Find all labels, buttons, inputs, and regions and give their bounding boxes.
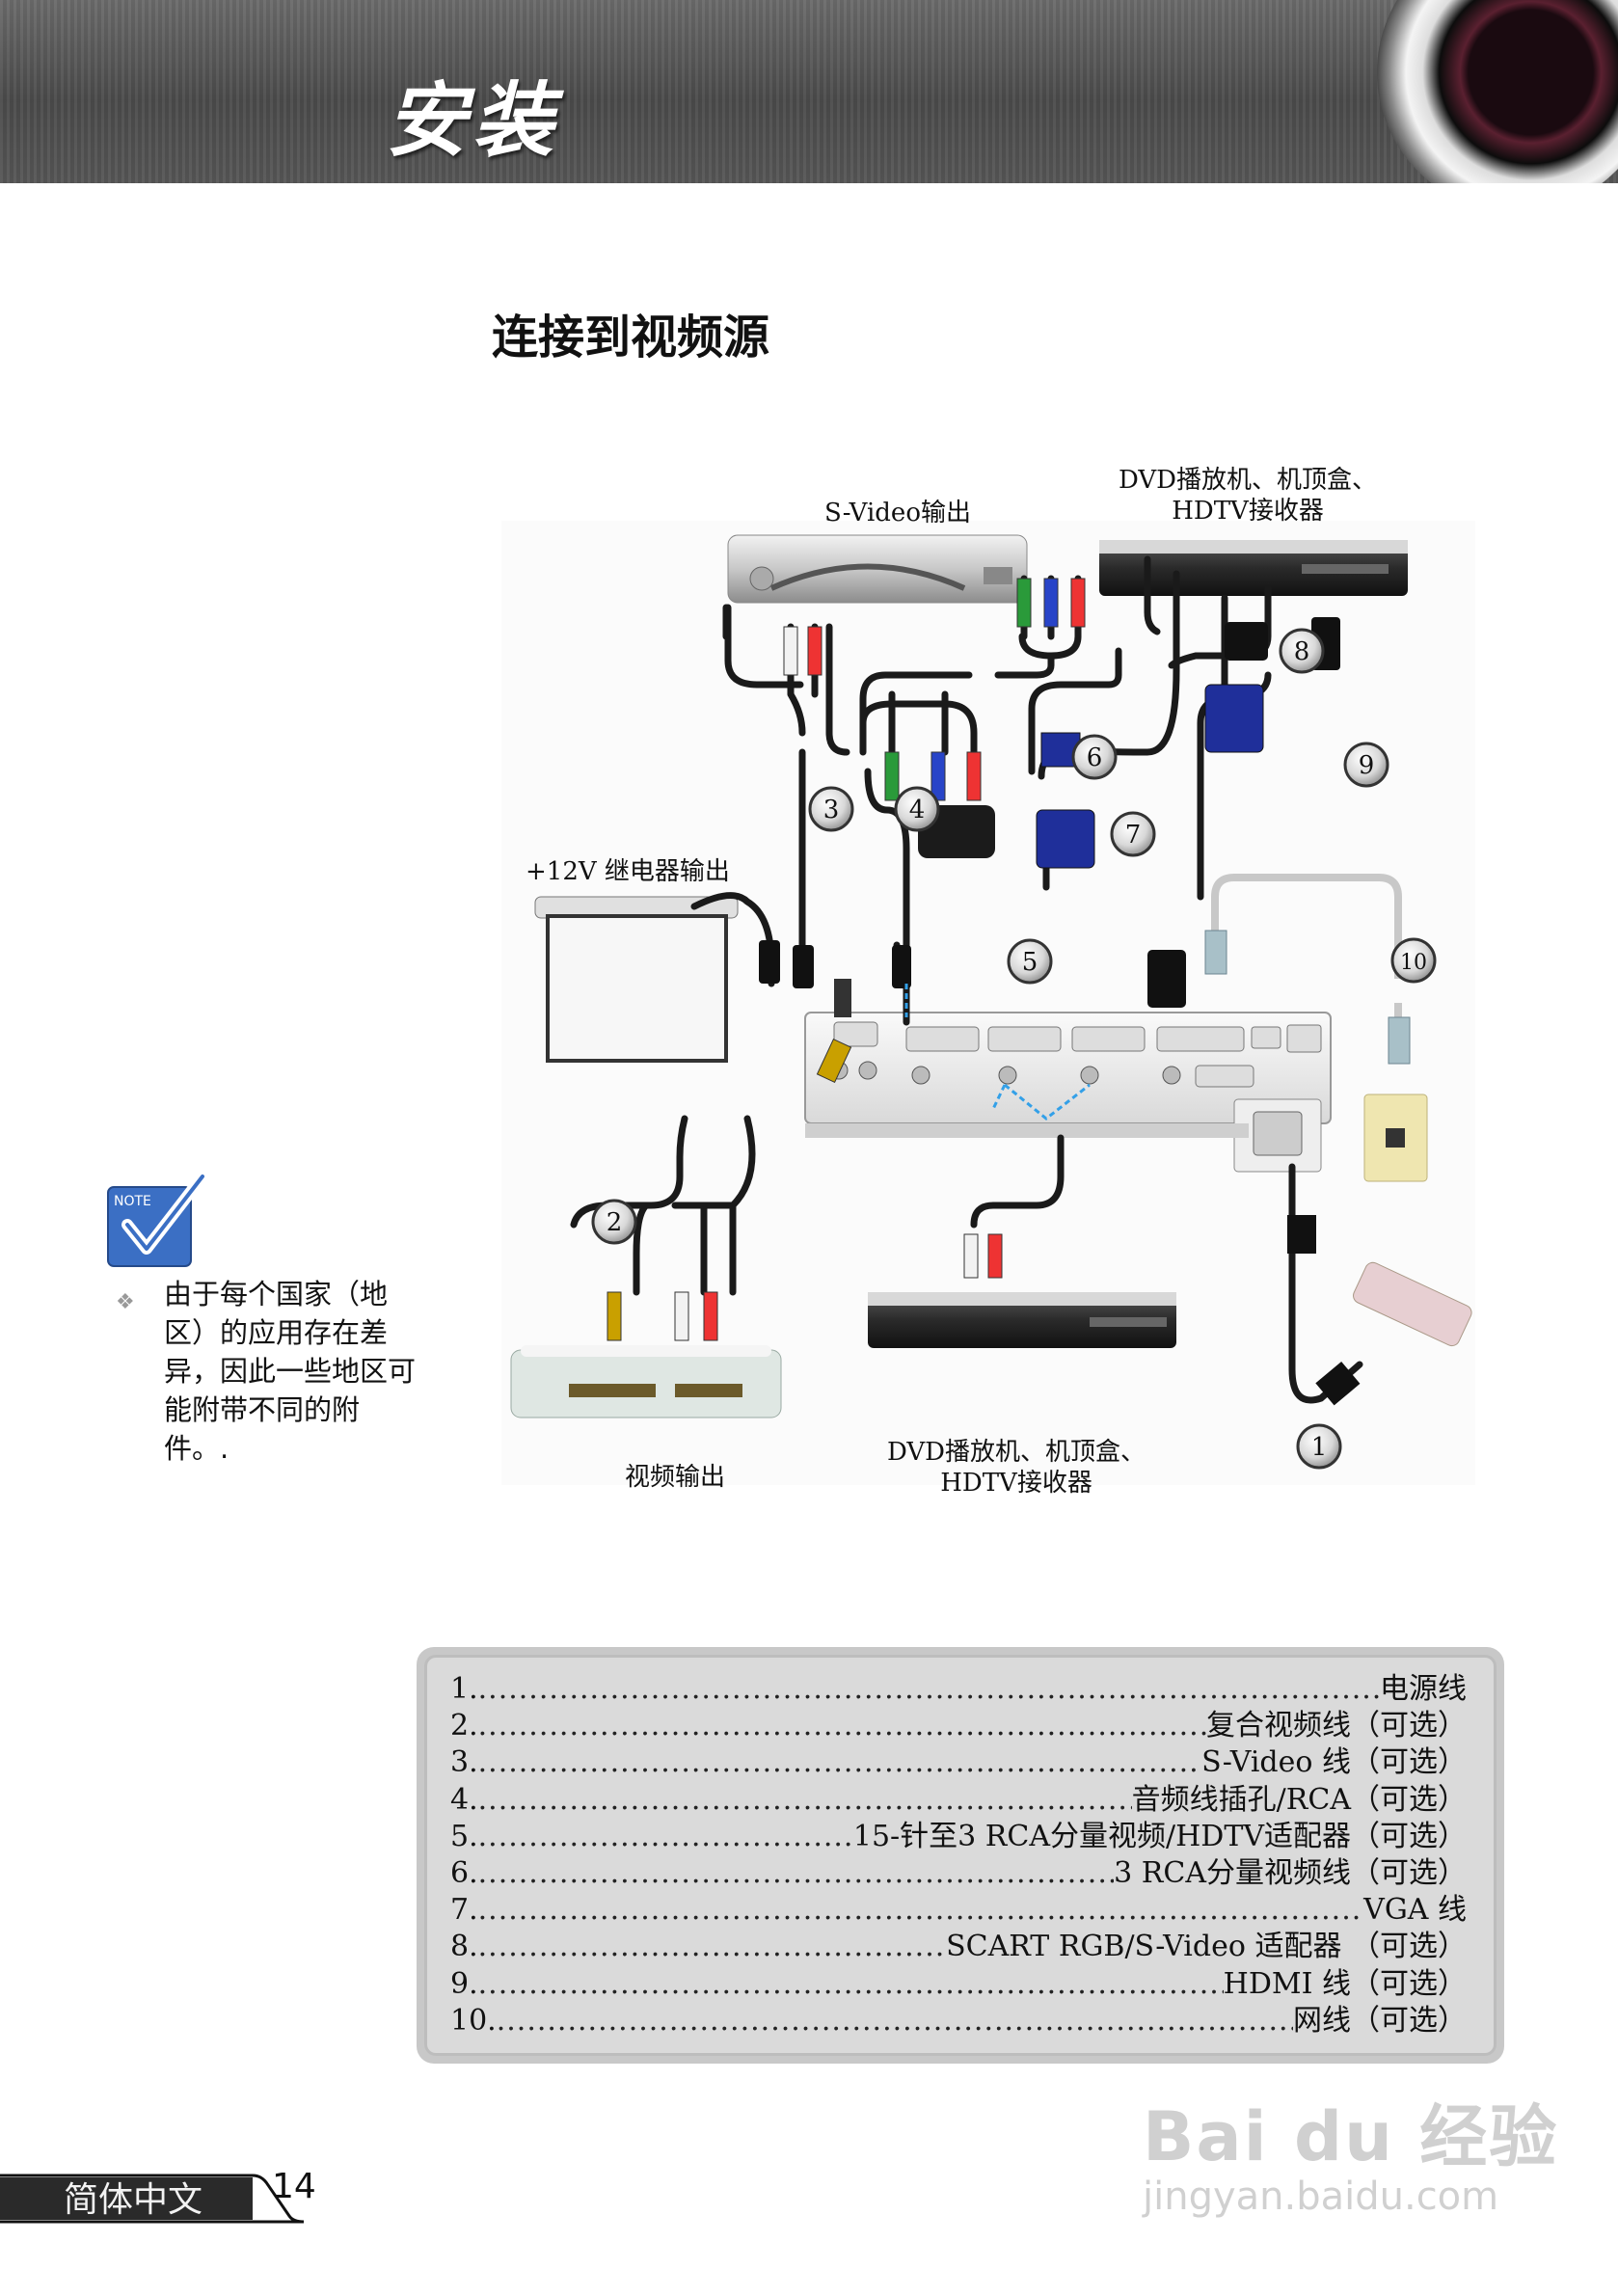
legend-text: S-Video 线（可选） xyxy=(1201,1744,1467,1781)
cable-legend-inner: 1. 电源线 2. 复合视频线（可选） 3. S-Video 线（可选） 4. 音频线插… xyxy=(424,1655,1497,2056)
callout-6: 6 xyxy=(1073,736,1116,778)
page-number: 14 xyxy=(272,2167,316,2206)
cable-legend: 1. 电源线 2. 复合视频线（可选） 3. S-Video 线（可选） 4. 音频线插… xyxy=(417,1647,1504,2064)
note-icon: NOTE xyxy=(106,1172,212,1268)
label-dvd-bottom: DVD播放机、机顶盒、 HDTV接收器 xyxy=(887,1437,1146,1499)
legend-row: 7. VGA 线 xyxy=(450,1892,1467,1929)
callout-5: 5 xyxy=(1009,940,1051,983)
callout-10: 10 xyxy=(1392,939,1435,982)
legend-row: 1. 电源线 xyxy=(450,1671,1467,1708)
callout-3: 3 xyxy=(810,788,852,830)
legend-text: 音频线插孔/RCA（可选） xyxy=(1132,1782,1467,1819)
footer-language: 简体中文 xyxy=(64,2172,202,2222)
legend-leader xyxy=(478,1782,1132,1819)
legend-number: 1. xyxy=(450,1671,478,1708)
projector-lens-image xyxy=(1377,0,1618,183)
video-output-device xyxy=(511,1345,781,1418)
legend-number: 10. xyxy=(450,2003,497,2039)
svg-text:10: 10 xyxy=(1400,951,1427,975)
legend-number: 4. xyxy=(450,1782,478,1819)
watermark-brand: Bai du 经验 xyxy=(1143,2083,1558,2180)
legend-number: 8. xyxy=(450,1929,478,1965)
legend-row: 4. 音频线插孔/RCA（可选） xyxy=(450,1782,1467,1819)
legend-row: 10. 网线（可选） xyxy=(450,2003,1467,2039)
legend-leader xyxy=(478,1744,1201,1781)
callout-2: 2 xyxy=(593,1201,635,1243)
legend-row: 8. SCART RGB/S-Video 适配器 （可选） xyxy=(450,1929,1467,1965)
connection-diagram: 1 2 3 4 5 6 7 8 9 10 S-Video输出 DVD播放机、机顶… xyxy=(482,444,1495,1514)
label-dvd-top: DVD播放机、机顶盒、 HDTV接收器 xyxy=(1119,465,1377,527)
legend-number: 6. xyxy=(450,1855,478,1892)
svg-text:5: 5 xyxy=(1022,948,1038,977)
svg-text:4: 4 xyxy=(909,796,926,824)
callout-8: 8 xyxy=(1281,630,1323,672)
legend-leader xyxy=(478,1855,1115,1892)
connection-diagram-graphic: 1 2 3 4 5 6 7 8 9 10 xyxy=(482,444,1495,1514)
callout-9: 9 xyxy=(1345,743,1388,786)
legend-text: VGA 线 xyxy=(1363,1892,1467,1929)
page-title: 安装 xyxy=(386,56,559,173)
label-video-output: 视频输出 xyxy=(625,1462,725,1493)
callout-1: 1 xyxy=(1298,1425,1340,1468)
legend-leader xyxy=(478,1819,853,1855)
label-svideo-output: S-Video输出 xyxy=(824,498,971,528)
legend-leader xyxy=(478,1671,1380,1708)
svg-text:NOTE: NOTE xyxy=(114,1194,151,1209)
legend-number: 5. xyxy=(450,1819,478,1855)
svg-text:1: 1 xyxy=(1311,1433,1328,1462)
header-band: 安装 xyxy=(0,0,1618,183)
legend-row: 3. S-Video 线（可选） xyxy=(450,1744,1467,1781)
callout-4: 4 xyxy=(896,788,938,830)
legend-row: 9. HDMI 线（可选） xyxy=(450,1966,1467,2003)
legend-number: 7. xyxy=(450,1892,478,1929)
legend-row: 2. 复合视频线（可选） xyxy=(450,1708,1467,1744)
legend-leader xyxy=(497,2003,1293,2039)
svg-text:8: 8 xyxy=(1294,637,1310,666)
legend-number: 9. xyxy=(450,1966,478,2003)
legend-leader xyxy=(478,1892,1364,1929)
svg-text:3: 3 xyxy=(823,796,840,824)
watermark-url: jingyan.baidu.com xyxy=(1143,2174,1498,2219)
legend-row: 6. 3 RCA分量视频线（可选） xyxy=(450,1855,1467,1892)
svg-text:9: 9 xyxy=(1359,751,1375,780)
note-text: 由于每个国家（地区）的应用存在差异，因此一些地区可能附带不同的附件。. xyxy=(164,1275,424,1468)
svg-text:7: 7 xyxy=(1125,821,1142,850)
legend-text: SCART RGB/S-Video 适配器 （可选） xyxy=(946,1929,1467,1965)
section-title: 连接到视频源 xyxy=(492,299,769,366)
legend-row: 5. 15-针至3 RCA分量视频/HDTV适配器（可选） xyxy=(450,1819,1467,1855)
legend-text: HDMI 线（可选） xyxy=(1224,1966,1467,2003)
legend-leader xyxy=(478,1708,1206,1744)
header-texture xyxy=(0,0,1618,183)
legend-number: 3. xyxy=(450,1744,478,1781)
label-relay-output: +12V 继电器输出 xyxy=(526,856,730,887)
dvd-bottom-device xyxy=(868,1292,1176,1348)
legend-text: 复合视频线（可选） xyxy=(1206,1708,1467,1744)
legend-text: 3 RCA分量视频线（可选） xyxy=(1114,1855,1467,1892)
legend-leader xyxy=(478,1966,1224,2003)
legend-text: 电源线 xyxy=(1380,1671,1467,1708)
note-bullet-icon: ❖ xyxy=(116,1290,135,1314)
svg-text:6: 6 xyxy=(1087,743,1103,772)
legend-text: 网线（可选） xyxy=(1293,2003,1467,2039)
projection-screen xyxy=(535,897,738,1061)
svg-text:2: 2 xyxy=(607,1208,623,1237)
callout-7: 7 xyxy=(1112,813,1154,855)
legend-text: 15-针至3 RCA分量视频/HDTV适配器（可选） xyxy=(853,1819,1467,1855)
legend-leader xyxy=(478,1929,946,1965)
legend-number: 2. xyxy=(450,1708,478,1744)
svideo-source-device xyxy=(728,535,1027,603)
